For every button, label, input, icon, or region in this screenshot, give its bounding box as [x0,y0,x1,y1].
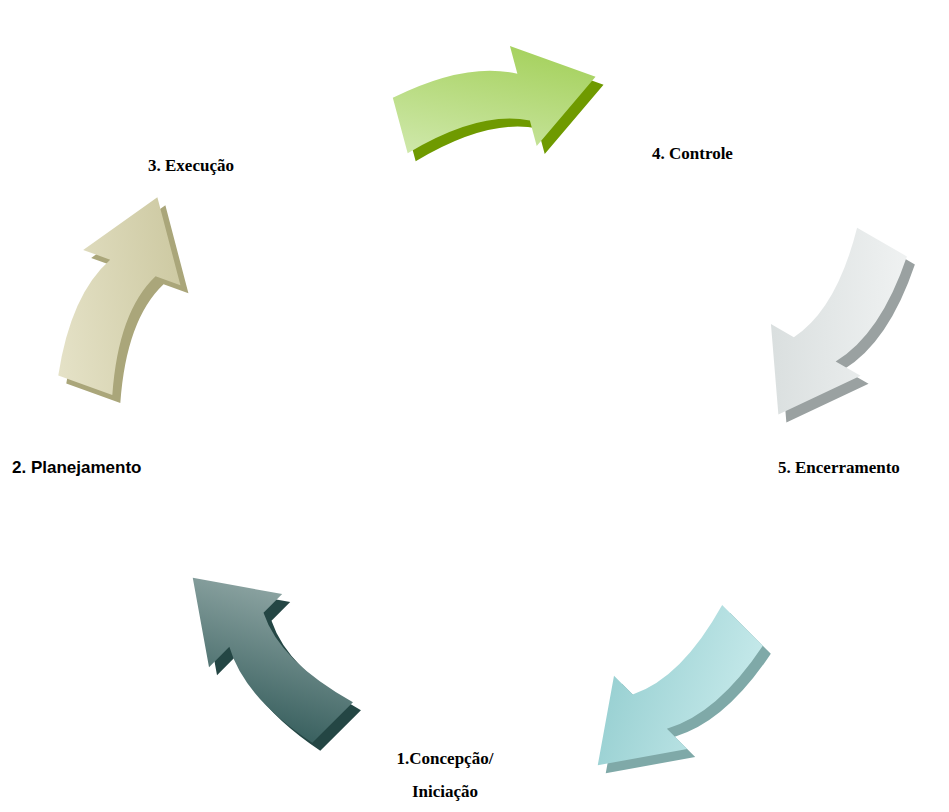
cycle-arrow [388,27,617,187]
cycle-arrow [734,214,932,448]
cycle-arrow [40,180,214,413]
cycle-arrow [561,586,784,809]
cycle-arrow [156,541,379,764]
phase-label: 5. Encerramento [778,452,943,484]
phase-label: 4. Controle [652,138,832,170]
phase-label: 2. Planejamento [12,452,212,484]
phase-label: 1.Concepção/ Iniciação [385,743,505,808]
phase-label: 3. Execução [148,150,328,182]
